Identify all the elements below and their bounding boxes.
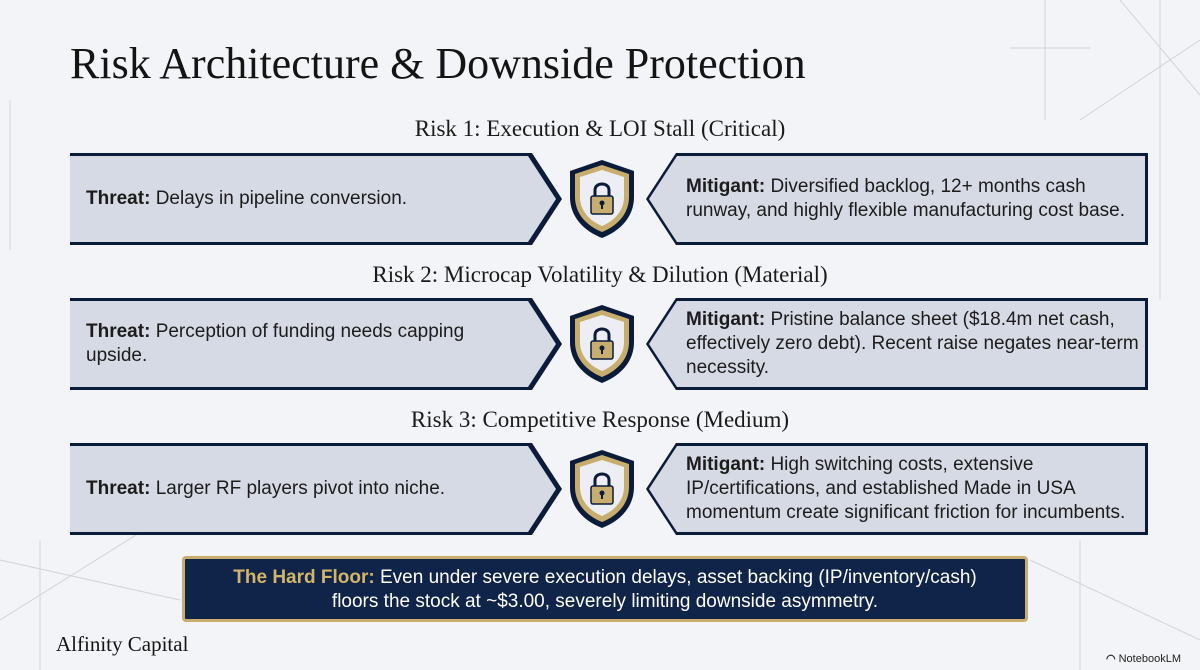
mitigant-panel <box>646 443 1148 535</box>
hard-floor-callout: The Hard Floor: Even under severe execut… <box>182 556 1028 622</box>
threat-panel <box>70 298 562 390</box>
risk-3-row: Threat: Larger RF players pivot into nic… <box>0 443 1200 535</box>
threat-description: Larger RF players pivot into niche. <box>155 478 446 499</box>
threat-label: Threat: <box>86 321 151 342</box>
threat-text-block: Threat: Perception of funding needs capp… <box>86 298 526 390</box>
risk-3-heading: Risk 3: Competitive Response (Medium) <box>410 407 790 432</box>
threat-description: Perception of funding needs capping upsi… <box>86 321 465 366</box>
threat-description: Delays in pipeline conversion. <box>155 188 408 209</box>
mitigant-panel <box>646 298 1148 390</box>
threat-text-block: Threat: Larger RF players pivot into nic… <box>86 443 526 535</box>
notebooklm-logo-icon: ◠ <box>1106 653 1116 665</box>
shield-lock-icon <box>570 450 634 528</box>
threat-label: Threat: <box>86 188 151 209</box>
risk-2-row: Threat: Perception of funding needs capp… <box>0 298 1200 390</box>
mitigant-text-block: Mitigant: Pristine balance sheet ($18.4m… <box>686 298 1148 390</box>
mitigant-label: Mitigant: <box>686 454 766 475</box>
mitigant-text-block: Mitigant: Diversified backlog, 12+ month… <box>686 153 1148 245</box>
threat-text-block: Threat: Delays in pipeline conversion. <box>86 153 526 245</box>
threat-label: Threat: <box>86 478 151 499</box>
mitigant-description: High switching costs, extensive IP/certi… <box>686 454 1126 523</box>
hard-floor-text-2: floors the stock at ~$3.00, severely lim… <box>331 591 879 612</box>
mitigant-description: Pristine balance sheet ($18.4m net cash,… <box>686 309 1139 378</box>
threat-panel <box>70 153 562 245</box>
shield-lock-icon <box>570 305 634 383</box>
hard-floor-text-1: Even under severe execution delays, asse… <box>380 567 977 588</box>
risk-2-heading: Risk 2: Microcap Volatility & Dilution (… <box>372 262 828 287</box>
page-title: Risk Architecture & Downside Protection <box>70 39 806 88</box>
notebooklm-watermark: ◠NotebookLM <box>1106 652 1181 665</box>
hard-floor-label: The Hard Floor: <box>233 567 375 588</box>
threat-panel <box>70 443 562 535</box>
shield-lock-icon <box>570 160 634 238</box>
mitigant-label: Mitigant: <box>686 176 766 197</box>
watermark-text: NotebookLM <box>1118 653 1181 665</box>
hard-floor-line-1: The Hard Floor: Even under severe execut… <box>185 566 1025 590</box>
risk-1-row: Threat: Delays in pipeline conversion. M… <box>0 153 1200 245</box>
mitigant-description: Diversified backlog, 12+ months cash run… <box>686 176 1126 221</box>
risk-1-heading: Risk 1: Execution & LOI Stall (Critical) <box>414 116 786 141</box>
mitigant-panel <box>646 153 1148 245</box>
mitigant-label: Mitigant: <box>686 309 766 330</box>
footer-brand: Alfinity Capital <box>56 632 189 656</box>
mitigant-text-block: Mitigant: High switching costs, extensiv… <box>686 443 1148 535</box>
